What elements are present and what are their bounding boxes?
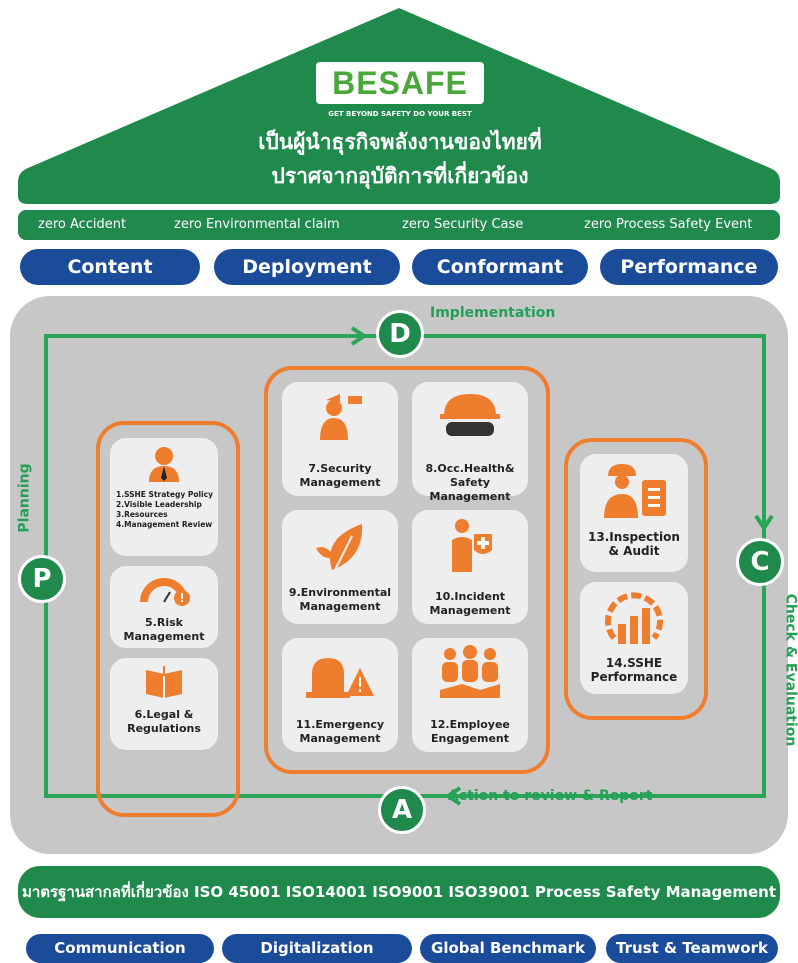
arrow-icon — [444, 786, 462, 806]
alarm-warning-icon — [306, 658, 374, 698]
check-evaluation-label: Check & Evaluation — [782, 593, 798, 747]
policy-item: 3.Resources — [116, 510, 168, 519]
besafe-logo: BESAFE — [316, 62, 484, 104]
risk-card: 5.Risk Management — [110, 566, 218, 648]
implementation-label: Implementation — [430, 305, 556, 321]
logo-text: BESAFE — [332, 65, 468, 101]
leaf-icon — [316, 524, 363, 573]
tagline: GET BEYOND SAFETY DO YOUR BEST — [328, 110, 472, 118]
security-label: 7.Security Management — [299, 462, 381, 489]
performance-card: 14.SSHE Performance — [580, 582, 688, 694]
act-circle: A — [378, 786, 426, 834]
emergency-card: 11.Emergency Management — [282, 638, 398, 752]
vision-line-1: เป็นผู้นำธุรกิจพลังงานของไทยที่ — [258, 130, 542, 154]
policy-card: 1.SSHE Strategy Policy 2.Visible Leaders… — [110, 438, 218, 556]
planning-group — [96, 421, 240, 817]
foundation-pill: Communication — [26, 934, 214, 963]
policy-item: 4.Management Review — [116, 520, 213, 529]
policy-item: 2.Visible Leadership — [116, 500, 202, 509]
inspection-label: 13.Inspection & Audit — [588, 530, 680, 558]
principle-pill: Deployment — [214, 249, 400, 285]
legal-label: 6.Legal & Regulations — [127, 708, 201, 735]
do-circle: D — [376, 310, 424, 358]
team-handshake-icon — [440, 645, 500, 698]
foundation-pill: Global Benchmark — [420, 934, 596, 963]
incident-card: 10.Incident Management — [412, 510, 528, 624]
inspector-icon — [604, 464, 666, 518]
hard-hat-icon — [440, 394, 500, 436]
principle-pill: Conformant — [412, 249, 588, 285]
arrow-icon — [754, 514, 774, 532]
foundation-pill: Digitalization — [222, 934, 412, 963]
planning-label: Planning — [16, 463, 33, 533]
leader-icon — [149, 447, 179, 482]
legal-card: 6.Legal & Regulations — [110, 658, 218, 750]
incident-label: 10.Incident Management — [429, 590, 511, 617]
environmental-card: 9.Environmental Management — [282, 510, 398, 624]
occ-health-label: 8.Occ.Health& Safety Management — [425, 462, 515, 503]
risk-label: 5.Risk Management — [123, 616, 205, 643]
zero-target-item: zero Process Safety Event — [584, 217, 753, 232]
emergency-label: 11.Emergency Management — [295, 718, 385, 745]
zero-target-item: zero Security Case — [402, 217, 524, 232]
zero-targets-bar — [18, 210, 780, 240]
check-group — [564, 438, 708, 720]
inspection-card: 13.Inspection & Audit — [580, 454, 688, 572]
principle-pill: Performance — [600, 249, 778, 285]
plan-circle: P — [18, 555, 66, 603]
zero-target-item: zero Environmental claim — [174, 217, 340, 232]
security-guard-icon — [320, 394, 362, 440]
growth-chart-icon — [605, 592, 663, 644]
policy-item: 1.SSHE Strategy Policy — [116, 490, 213, 499]
occ-health-card: 8.Occ.Health& Safety Management — [412, 382, 528, 503]
gauge-icon — [140, 578, 190, 606]
principle-pill: Content — [20, 249, 200, 285]
roof — [18, 8, 780, 204]
performance-label: 14.SSHE Performance — [590, 656, 678, 684]
check-circle: C — [736, 538, 784, 586]
law-book-icon — [146, 666, 182, 698]
vision-line-2: ปราศจากอุบัติการที่เกี่ยวข้อง — [271, 164, 529, 188]
action-label: Action to review & Report — [448, 788, 653, 804]
arrow-icon — [350, 326, 368, 346]
foundation-pill: Trust & Teamwork — [606, 934, 778, 963]
employee-label: 12.Employee Engagement — [430, 718, 510, 745]
injured-person-icon — [452, 519, 492, 572]
employee-card: 12.Employee Engagement — [412, 638, 528, 752]
standards-bar: มาตรฐานสากลที่เกี่ยวข้อง ISO 45001 ISO14… — [18, 866, 780, 918]
environmental-label: 9.Environmental Management — [288, 586, 392, 613]
zero-target-item: zero Accident — [38, 217, 127, 232]
implementation-group — [264, 366, 550, 774]
security-card: 7.Security Management — [282, 382, 398, 496]
